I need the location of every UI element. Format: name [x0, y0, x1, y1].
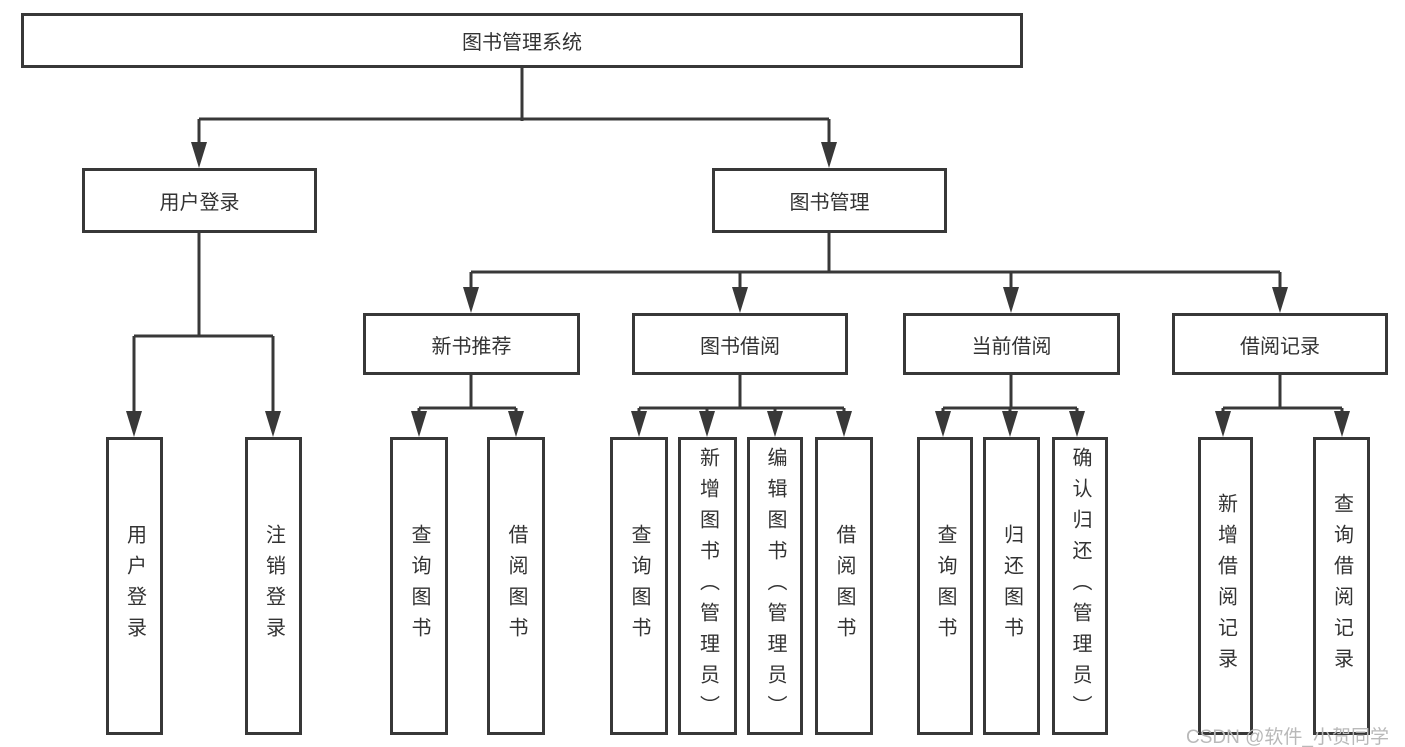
node-root-label: 图书管理系统: [462, 32, 582, 54]
arrowheads: [126, 142, 1350, 437]
leaf-query-books-current-label: 查询图书: [934, 524, 956, 648]
leaf-return-books-label: 归还图书: [1000, 524, 1023, 648]
node-user-login: 用户登录: [82, 168, 317, 233]
leaf-confirm-return-admin-label: 确认归还（管理员）: [1069, 446, 1091, 726]
leaf-borrow-books-recommend-label: 借阅图书: [505, 524, 527, 648]
node-book-borrowing-label: 图书借阅: [700, 335, 780, 358]
node-new-book-recommendation: 新书推荐: [363, 313, 580, 375]
leaf-borrow-books-recommend: 借阅图书: [487, 437, 545, 735]
leaf-add-borrow-record: 新增借阅记录: [1198, 437, 1253, 735]
node-user-login-label: 用户登录: [159, 192, 240, 214]
leaf-add-books-admin: 新增图书（管理员）: [678, 437, 737, 735]
leaf-edit-books-admin-label: 编辑图书（管理员）: [764, 446, 786, 726]
node-book-borrowing: 图书借阅: [632, 313, 848, 375]
leaf-query-borrow-record: 查询借阅记录: [1313, 437, 1370, 735]
leaf-query-books-borrow-label: 查询图书: [628, 524, 650, 648]
leaf-add-books-admin-label: 新增图书（管理员）: [696, 446, 719, 726]
leaf-query-books-recommend: 查询图书: [390, 437, 448, 735]
node-root: 图书管理系统: [21, 13, 1023, 68]
leaf-borrow-books-label: 借阅图书: [833, 524, 855, 648]
leaf-query-books-recommend-label: 查询图书: [408, 524, 430, 648]
node-borrowing-records-label: 借阅记录: [1240, 335, 1320, 358]
leaf-confirm-return-admin: 确认归还（管理员）: [1052, 437, 1108, 735]
leaf-query-books-current: 查询图书: [917, 437, 973, 735]
node-book-management-label: 图书管理: [789, 192, 870, 214]
leaf-user-login-label: 用户登录: [123, 524, 146, 648]
node-current-borrowing-label: 当前借阅: [971, 335, 1052, 358]
watermark: CSDN @软件_小贺同学: [1186, 727, 1389, 747]
leaf-user-login: 用户登录: [106, 437, 163, 735]
leaf-edit-books-admin: 编辑图书（管理员）: [747, 437, 803, 735]
leaf-logout-login: 注销登录: [245, 437, 302, 735]
leaf-return-books: 归还图书: [983, 437, 1040, 735]
leaf-logout-login-label: 注销登录: [262, 524, 285, 648]
leaf-add-borrow-record-label: 新增借阅记录: [1214, 493, 1237, 679]
node-borrowing-records: 借阅记录: [1172, 313, 1388, 375]
node-new-book-recommendation-label: 新书推荐: [431, 335, 512, 358]
leaf-query-books-borrow: 查询图书: [610, 437, 668, 735]
leaf-borrow-books: 借阅图书: [815, 437, 873, 735]
node-current-borrowing: 当前借阅: [903, 313, 1120, 375]
leaf-query-borrow-record-label: 查询借阅记录: [1330, 493, 1353, 679]
node-book-management: 图书管理: [712, 168, 947, 233]
